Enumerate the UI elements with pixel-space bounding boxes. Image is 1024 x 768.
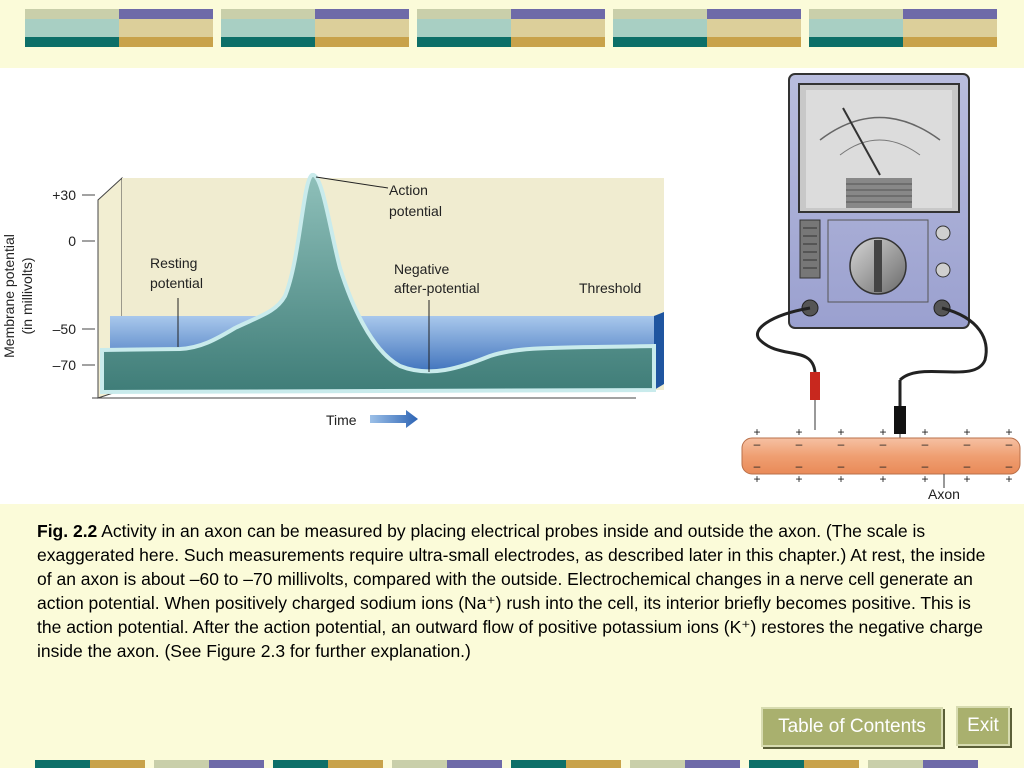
- header-tile: [25, 9, 213, 47]
- time-axis-label: Time: [326, 412, 357, 428]
- header-tile: [417, 9, 605, 47]
- y-tick-label: –70: [53, 357, 77, 373]
- outside-positive-charge: +: [753, 472, 760, 486]
- resting-potential-label: potential: [150, 275, 203, 291]
- footer-decoration: [0, 760, 1024, 768]
- table-of-contents-button[interactable]: Table of Contents: [761, 707, 943, 747]
- header-tile: [613, 9, 801, 47]
- resting-potential-label: Resting: [150, 255, 197, 271]
- time-arrow-icon: [370, 410, 418, 428]
- outside-positive-charge: +: [1005, 472, 1012, 486]
- outside-positive-charge: +: [963, 472, 970, 486]
- outside-positive-charge: +: [963, 425, 970, 439]
- axon: [741, 437, 1021, 475]
- outside-positive-charge: +: [837, 472, 844, 486]
- inside-negative-charge: –: [964, 437, 971, 451]
- inside-negative-charge: –: [754, 459, 761, 473]
- inside-probe: [894, 406, 906, 434]
- inside-negative-charge: –: [922, 459, 929, 473]
- y-tick-label: +30: [52, 187, 76, 203]
- header-tile: [809, 9, 997, 47]
- inside-negative-charge: –: [796, 459, 803, 473]
- action-potential-diagram: +30 0 –50 –70 Membrane potential (in mil…: [1, 73, 1021, 502]
- outside-positive-charge: +: [837, 425, 844, 439]
- inside-negative-charge: –: [1006, 437, 1013, 451]
- action-potential-label: potential: [389, 203, 442, 219]
- inside-negative-charge: –: [796, 437, 803, 451]
- inside-negative-charge: –: [880, 459, 887, 473]
- threshold-label: Threshold: [579, 280, 641, 296]
- inside-negative-charge: –: [880, 437, 887, 451]
- y-tick-label: –50: [53, 321, 77, 337]
- figure-caption: Fig. 2.2 Activity in an axon can be meas…: [37, 519, 987, 663]
- figure-number: Fig. 2.2: [37, 521, 98, 541]
- outside-positive-charge: +: [795, 425, 802, 439]
- outside-positive-charge: +: [921, 472, 928, 486]
- outside-positive-charge: +: [879, 472, 886, 486]
- header-tile: [221, 9, 409, 47]
- caption-text: Activity in an axon can be measured by p…: [37, 521, 986, 661]
- exit-button[interactable]: Exit: [956, 706, 1010, 746]
- outside-positive-charge: +: [879, 425, 886, 439]
- action-potential-label: Action: [389, 182, 428, 198]
- negative-after-potential-label: Negative: [394, 261, 449, 277]
- outside-positive-charge: +: [921, 425, 928, 439]
- inside-negative-charge: –: [964, 459, 971, 473]
- action-potential-curve: [100, 173, 656, 395]
- meter-needle: [842, 107, 881, 176]
- outside-positive-charge: +: [1005, 425, 1012, 439]
- figure-panel: +30 0 –50 –70 Membrane potential (in mil…: [0, 68, 1024, 504]
- inside-negative-charge: –: [754, 437, 761, 451]
- inside-negative-charge: –: [838, 459, 845, 473]
- outside-positive-charge: +: [795, 472, 802, 486]
- y-tick-label: 0: [68, 233, 76, 249]
- y-axis-label: Membrane potential: [1, 234, 17, 358]
- outside-probe: [810, 372, 820, 400]
- negative-after-potential-label: after-potential: [394, 280, 480, 296]
- y-axis-label: (in millivolts): [19, 258, 35, 335]
- inside-negative-charge: –: [1006, 459, 1013, 473]
- outside-positive-charge: +: [753, 425, 760, 439]
- header-decoration: [0, 0, 1024, 68]
- inside-negative-charge: –: [922, 437, 929, 451]
- axon-label: Axon: [928, 486, 960, 502]
- inside-negative-charge: –: [838, 437, 845, 451]
